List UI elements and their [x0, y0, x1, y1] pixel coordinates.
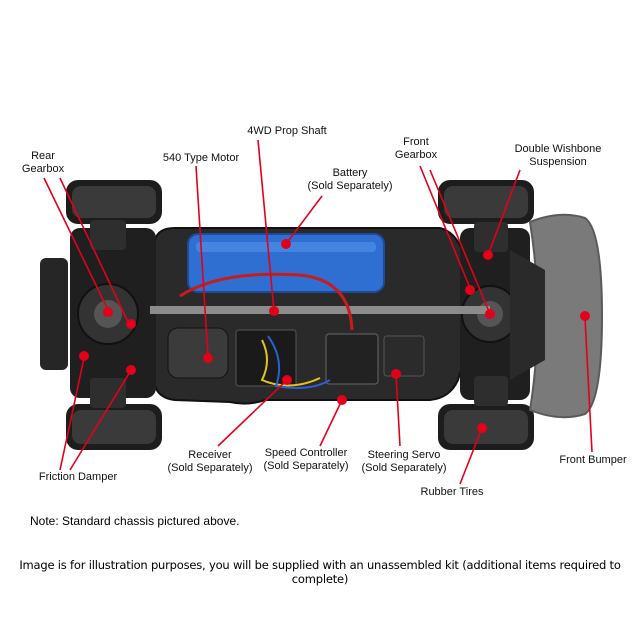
label-double-wishbone-suspension: Double Wishbone Suspension: [504, 143, 612, 169]
leader-friction-damper-a: [59, 357, 85, 471]
marker-front-gearbox-a: [465, 285, 475, 295]
label-battery-line1: Battery: [332, 167, 368, 179]
marker-front-gearbox-b: [485, 309, 495, 319]
wire-yellow: [260, 339, 321, 387]
marker-rear-gearbox-b: [126, 319, 136, 329]
leader-receiver: [217, 379, 288, 447]
front-left-tire: [438, 180, 534, 224]
chassis-note: Note: Standard chassis pictured above.: [30, 514, 240, 528]
label-4wd-prop-shaft: 4WD Prop Shaft: [246, 125, 328, 138]
prop-shaft: [150, 306, 490, 314]
wire-blue: [267, 335, 331, 389]
label-battery: Battery (Sold Separately): [300, 167, 400, 193]
label-receiver-line2: (Sold Separately): [167, 462, 253, 474]
label-friction-damper: Friction Damper: [30, 471, 126, 484]
marker-friction-damper-b: [126, 365, 136, 375]
chassis-illustration: [40, 180, 604, 450]
label-front-gearbox: Front Gearbox: [388, 136, 444, 162]
label-rubber-tires-line1: Rubber Tires: [420, 486, 484, 498]
illustration-disclaimer: Image is for illustration purposes, you …: [19, 558, 621, 586]
leader-rubber-tires: [459, 427, 483, 485]
label-speed-controller-line1: Speed Controller: [264, 447, 348, 459]
label-friction-damper-line1: Friction Damper: [38, 471, 118, 483]
label-front-bumper: Front Bumper: [554, 454, 632, 467]
label-steering-servo: Steering Servo (Sold Separately): [354, 449, 454, 475]
label-front-bumper-line1: Front Bumper: [559, 454, 627, 466]
leader-battery: [285, 195, 323, 245]
leader-steering-servo: [395, 373, 401, 447]
label-speed-controller-line2: (Sold Separately): [263, 460, 349, 472]
leader-friction-damper-b: [69, 371, 131, 471]
leader-prop-shaft: [257, 139, 275, 312]
leader-double-wishbone: [487, 169, 521, 256]
marker-friction-damper-a: [79, 351, 89, 361]
label-receiver: Receiver (Sold Separately): [160, 449, 260, 475]
rear-assembly: [40, 220, 156, 408]
motor: [167, 327, 229, 379]
leader-front-bumper: [584, 317, 593, 453]
label-steering-servo-line2: (Sold Separately): [361, 462, 447, 474]
leader-front-gearbox-b: [429, 169, 491, 315]
rear-left-tire: [66, 180, 162, 224]
markers: [79, 239, 590, 433]
marker-front-bumper: [580, 311, 590, 321]
wire-red: [179, 272, 354, 331]
label-steering-servo-line1: Steering Servo: [367, 449, 441, 461]
leader-rear-gearbox-a: [43, 177, 109, 311]
label-battery-line2: (Sold Separately): [307, 180, 393, 192]
marker-prop-shaft: [269, 306, 279, 316]
marker-double-wishbone: [483, 250, 493, 260]
label-receiver-line1: Receiver: [188, 449, 232, 461]
marker-540-motor: [203, 353, 213, 363]
label-4wd-prop-shaft-line1: 4WD Prop Shaft: [247, 125, 327, 137]
label-540-type-motor-line1: 540 Type Motor: [162, 152, 240, 164]
label-rubber-tires: Rubber Tires: [412, 486, 492, 499]
leader-rear-gearbox-b: [59, 177, 129, 323]
label-rear-gearbox: Rear Gearbox: [18, 150, 68, 176]
label-speed-controller: Speed Controller (Sold Separately): [256, 447, 356, 473]
leader-speed-controller: [319, 399, 343, 447]
servo-unit: [383, 335, 425, 377]
marker-steering-servo: [391, 369, 401, 379]
label-front-gearbox-line2: Gearbox: [394, 149, 438, 161]
leader-540-motor: [195, 165, 209, 358]
marker-receiver: [282, 375, 292, 385]
label-540-type-motor: 540 Type Motor: [160, 152, 242, 165]
leader-front-gearbox-a: [419, 165, 471, 289]
label-double-wishbone-line2: Suspension: [529, 156, 587, 168]
marker-speed-controller: [337, 395, 347, 405]
leader-lines: [43, 139, 593, 485]
marker-rear-gearbox-a: [103, 307, 113, 317]
label-double-wishbone-line1: Double Wishbone: [514, 143, 602, 155]
marker-battery: [281, 239, 291, 249]
rear-right-tire: [66, 404, 162, 450]
label-front-gearbox-line1: Front: [403, 136, 429, 148]
esc-unit: [325, 333, 379, 385]
label-rear-gearbox-line1: Rear: [31, 150, 55, 162]
marker-rubber-tires: [477, 423, 487, 433]
label-rear-gearbox-line2: Gearbox: [21, 163, 65, 175]
